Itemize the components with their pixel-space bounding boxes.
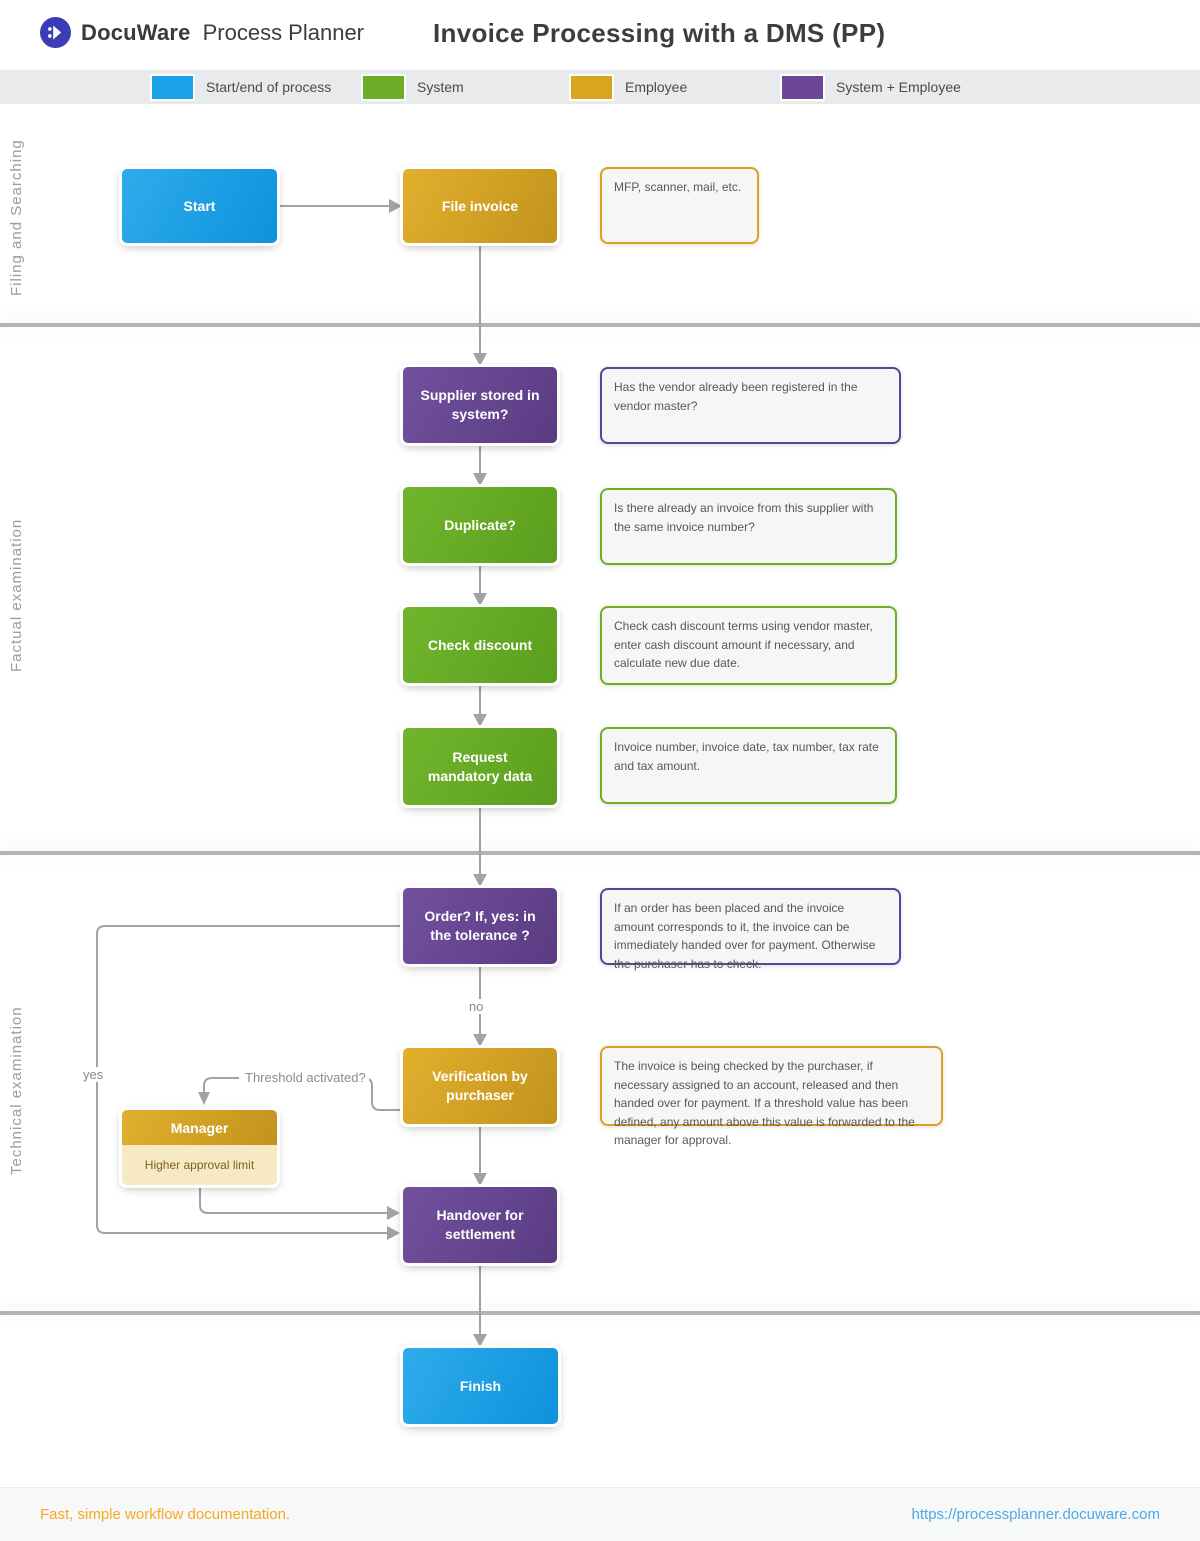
legend-swatch-system-employee [782,75,823,99]
manager-title: Manager [122,1110,277,1145]
arrowhead-order [473,874,487,887]
edge-label-no: no [466,999,487,1014]
note-duplicate: Is there already an invoice from this su… [600,488,897,565]
arrowhead-yes-handover [387,1226,400,1240]
node-finish[interactable]: Finish [403,1348,558,1424]
note-verification: The invoice is being checked by the purc… [600,1046,943,1147]
lane-separator-1 [0,323,1200,327]
legend-item-system: System [363,70,464,104]
legend-item-employee: Employee [571,70,687,104]
brand-product: Process Planner [202,19,365,45]
docuware-logo-icon [40,17,71,48]
legend-label: Employee [625,79,688,95]
brand-name: DocuWare [81,19,191,45]
note-file-invoice: MFP, scanner, mail, etc. [600,167,759,244]
node-handover-for-settlement[interactable]: Handover for settlement [403,1187,557,1263]
arrowhead-threshold-manager [198,1092,210,1105]
arrowhead-file-invoice [389,199,402,213]
arrowhead-finish [473,1334,487,1347]
manager-sublabel: Higher approval limit [122,1145,277,1185]
arrowhead-verification-handover [473,1173,487,1186]
brand: DocuWare Process Planner [40,17,364,48]
node-manager[interactable]: Manager Higher approval limit [122,1110,277,1185]
arrowhead-manager-handover [387,1206,400,1220]
arrowhead-request-data [473,714,487,727]
node-order-tolerance[interactable]: Order? If, yes: in the tolerance ? [403,888,557,964]
legend-item-start-end: Start/end of process [152,70,331,104]
legend-label: Start/end of process [206,79,332,95]
legend-label: System + Employee [836,79,961,95]
arrowhead-duplicate [473,473,487,486]
node-file-invoice[interactable]: File invoice [403,169,557,243]
note-check-discount: Check cash discount terms using vendor m… [600,606,897,685]
edge-label-threshold-activated: Threshold activated? [242,1070,369,1085]
note-supplier: Has the vendor already been registered i… [600,367,901,444]
legend-swatch-start-end [152,75,193,99]
arrowhead-supplier [473,353,487,366]
connector-manager-to-handover [199,1185,387,1214]
header: DocuWare Process Planner Invoice Process… [0,0,1200,70]
lane-separator-3 [0,1311,1200,1315]
node-verification-by-purchaser[interactable]: Verification by purchaser [403,1048,557,1124]
legend-swatch-system [363,75,404,99]
legend-item-system-employee: System + Employee [782,70,961,104]
page-title: Invoice Processing with a DMS (PP) [433,18,886,48]
arrowhead-check-discount [473,593,487,606]
node-supplier-stored-in-system[interactable]: Supplier stored in system? [403,367,557,443]
lane-separator-2 [0,851,1200,855]
arrowhead-verification [473,1034,487,1047]
node-start[interactable]: Start [122,169,277,243]
footer: Fast, simple workflow documentation. htt… [0,1487,1200,1541]
edge-label-yes: yes [80,1067,107,1082]
node-request-mandatory-data[interactable]: Request mandatory data [403,728,557,805]
legend-label: System [417,79,464,95]
footer-url-link[interactable]: https://processplanner.docuware.com [911,1506,1160,1523]
connector-threshold-label-to-manager [203,1077,239,1092]
note-order: If an order has been placed and the invo… [600,888,901,971]
note-request-data: Invoice number, invoice date, tax number… [600,727,897,804]
node-duplicate[interactable]: Duplicate? [403,487,557,563]
legend-swatch-employee [571,75,612,99]
footer-tagline: Fast, simple workflow documentation. [40,1506,291,1523]
node-check-discount[interactable]: Check discount [403,607,557,683]
legend-bar: Start/end of process System Employee Sys… [0,70,1200,104]
